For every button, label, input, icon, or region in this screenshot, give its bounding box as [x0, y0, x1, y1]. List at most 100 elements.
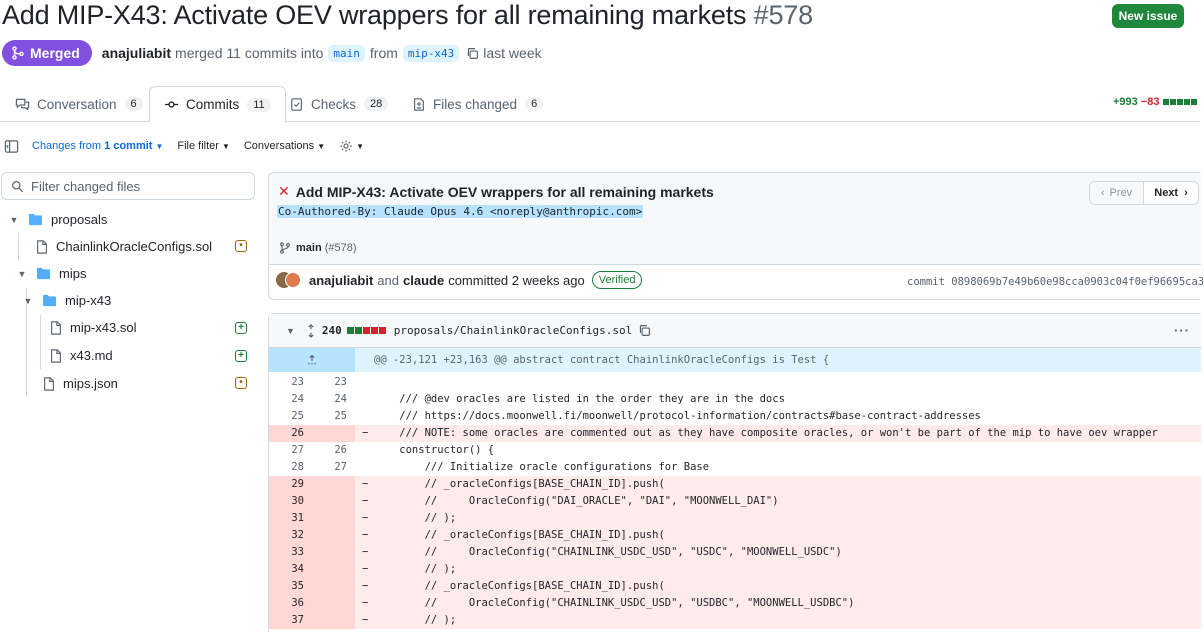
old-line-number[interactable]: 27 — [291, 444, 304, 456]
changes-from-value: 1 commit — [104, 140, 153, 152]
tab-commits[interactable]: Commits 11 — [149, 86, 286, 123]
tree-folder-mips[interactable]: ▼ mips — [16, 260, 87, 287]
new-line-number[interactable] — [312, 561, 347, 578]
diffstat-blocks — [1163, 99, 1198, 105]
tree-item-label: mip-x43.sol — [70, 320, 137, 335]
new-line-number[interactable] — [312, 595, 347, 612]
hunk-header: @@ -23,121 +23,163 @@ abstract contract … — [269, 348, 1201, 372]
diff-line-deleted: 35− // _oracleConfigs[BASE_CHAIN_ID].pus… — [269, 578, 1201, 595]
x-icon[interactable]: ✕ — [278, 183, 290, 199]
changes-from-dropdown[interactable]: Changes from 1 commit ▼ — [32, 140, 163, 152]
old-line-number[interactable]: 25 — [291, 410, 304, 422]
diff-marker: − — [362, 529, 369, 541]
tab-commits-label: Commits — [186, 97, 240, 112]
expand-all-icon[interactable] — [305, 323, 317, 338]
deleted-gutter — [269, 476, 355, 493]
new-line-number[interactable] — [312, 493, 347, 510]
old-line-number[interactable]: 30 — [291, 495, 304, 507]
new-line-number[interactable] — [312, 612, 347, 629]
tree-folder-proposals[interactable]: ▼ proposals — [8, 206, 108, 233]
tree-folder-mip-x43[interactable]: ▼ mip-x43 — [22, 287, 112, 314]
head-branch[interactable]: mip-x43 — [402, 44, 460, 62]
diff-marker: − — [362, 563, 369, 575]
verified-badge[interactable]: Verified — [591, 271, 643, 289]
old-line-number[interactable]: 23 — [291, 376, 304, 388]
old-line-number[interactable]: 34 — [291, 563, 304, 575]
new-line-number[interactable]: 23 — [334, 376, 347, 388]
commit-coauthor-link[interactable]: claude — [403, 272, 445, 288]
tree-file-x43-md[interactable]: x43.md — [50, 342, 113, 369]
folder-icon — [29, 213, 42, 226]
new-line-number[interactable]: 26 — [334, 444, 347, 456]
new-line-number[interactable] — [312, 425, 347, 442]
diff-line-deleted: 34 − // ); — [269, 561, 1201, 578]
deleted-gutter — [269, 510, 355, 527]
prev-label: Prev — [1109, 187, 1133, 199]
old-line-number[interactable]: 33 — [291, 546, 304, 558]
old-line-number[interactable]: 32 — [291, 529, 304, 541]
tree-item-label: ChainlinkOracleConfigs.sol — [56, 239, 213, 254]
prev-commit-button[interactable]: ‹ Prev — [1090, 182, 1145, 204]
old-line-number[interactable]: 31 — [291, 512, 304, 524]
pr-number[interactable]: #578 — [753, 0, 813, 30]
file-filter-dropdown[interactable]: File filter ▼ — [177, 140, 229, 152]
new-line-number[interactable] — [312, 476, 347, 493]
new-line-number[interactable]: 27 — [334, 461, 347, 473]
tab-conversation[interactable]: Conversation 6 — [15, 86, 143, 122]
expand-up-button[interactable] — [269, 348, 355, 372]
fold-up-icon — [308, 354, 316, 365]
file-path[interactable]: proposals/ChainlinkOracleConfigs.sol — [393, 324, 633, 337]
changes-from-prefix: Changes from — [32, 140, 102, 152]
file-added-icon: + — [235, 350, 247, 362]
code-text: /// https://docs.moonwell.fi/moonwell/pr… — [374, 410, 981, 422]
code-text: /// @dev oracles are listed in the order… — [374, 393, 785, 405]
code-text: // OracleConfig("DAI_ORACLE", "DAI", "MO… — [374, 495, 779, 507]
diff-line-context: 25 25 /// https://docs.moonwell.fi/moonwe… — [269, 408, 1201, 425]
kebab-horizontal-icon[interactable]: ··· — [1174, 323, 1190, 338]
old-line-number[interactable]: 37 — [291, 614, 304, 626]
avatar[interactable] — [285, 272, 301, 288]
new-line-number[interactable] — [312, 510, 347, 527]
next-commit-button[interactable]: Next› — [1144, 182, 1198, 204]
base-branch[interactable]: main — [328, 44, 365, 62]
copy-icon[interactable] — [466, 47, 479, 60]
old-line-number[interactable]: 26 — [291, 427, 304, 439]
conversations-dropdown[interactable]: Conversations ▼ — [244, 140, 325, 152]
new-line-number[interactable] — [312, 544, 347, 561]
old-line-number[interactable]: 28 — [291, 461, 304, 473]
tree-file-chainlinkoracleconfigs[interactable]: ChainlinkOracleConfigs.sol — [36, 233, 212, 260]
code-text: // OracleConfig("CHAINLINK_USDC_USD", "U… — [374, 597, 855, 609]
code-text: // ); — [374, 563, 457, 575]
old-line-number[interactable]: 24 — [291, 393, 304, 405]
file-header: ▼ 240 proposals/ChainlinkOracleConfigs.s… — [269, 314, 1201, 348]
git-branch-icon — [280, 242, 290, 254]
tab-checks[interactable]: Checks 28 — [290, 86, 389, 122]
new-line-number[interactable] — [312, 578, 347, 595]
commit-author-link[interactable]: anajuliabit — [309, 272, 374, 288]
file-modified-icon: • — [235, 377, 247, 389]
chevron-right-icon: › — [1184, 187, 1188, 199]
diff-file: ▼ 240 proposals/ChainlinkOracleConfigs.s… — [268, 313, 1201, 632]
chevron-down-icon[interactable]: ▼ — [286, 325, 295, 336]
pr-author-link[interactable]: anajuliabit — [101, 45, 172, 61]
old-line-number[interactable]: 36 — [291, 597, 304, 609]
filter-files-input[interactable]: Filter changed files — [1, 172, 255, 200]
new-line-number[interactable]: 24 — [334, 393, 347, 405]
old-line-number[interactable]: 29 — [291, 478, 304, 490]
copy-icon[interactable] — [638, 324, 651, 337]
tree-file-mips-json[interactable]: mips.json — [43, 370, 118, 397]
commit-branch-name[interactable]: main — [296, 242, 322, 254]
toggle-sidebar-icon[interactable] — [4, 139, 19, 154]
code-text: // _oracleConfigs[BASE_CHAIN_ID].push( — [374, 478, 665, 490]
hunk-header-text: @@ -23,121 +23,163 @@ abstract contract … — [374, 354, 830, 366]
commit-pr-ref[interactable]: (#578) — [324, 242, 357, 254]
new-issue-button[interactable]: New issue — [1112, 4, 1184, 28]
code-text: /// NOTE: some oracles are commented out… — [374, 427, 1158, 439]
tree-file-mip-x43-sol[interactable]: mip-x43.sol — [50, 314, 136, 341]
new-line-number[interactable]: 25 — [334, 410, 347, 422]
settings-dropdown[interactable]: ▼ — [339, 139, 364, 153]
tab-files-changed[interactable]: Files changed 6 — [412, 86, 544, 122]
old-line-number[interactable]: 35 — [291, 580, 304, 592]
new-line-number[interactable] — [312, 527, 347, 544]
chevron-left-icon: ‹ — [1100, 187, 1105, 199]
